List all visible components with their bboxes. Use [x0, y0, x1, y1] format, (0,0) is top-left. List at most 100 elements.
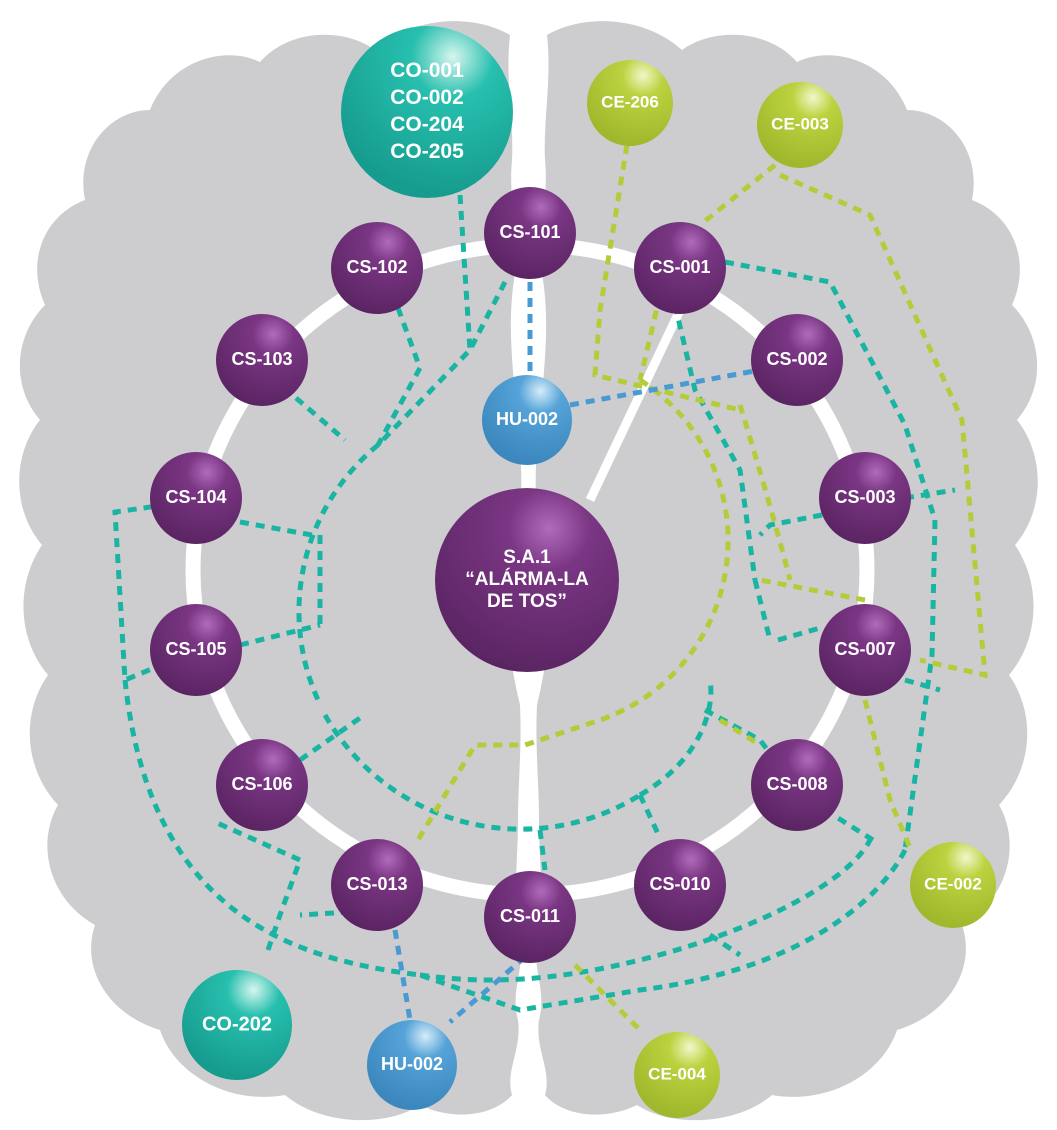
- skill-h-node-hu_top-circle: [482, 375, 572, 465]
- criterion-node-ce003[interactable]: CE-003: [757, 82, 843, 168]
- criterion-node-ce004-circle: [634, 1032, 720, 1118]
- center-node-label: “ALÁRMA-LA: [465, 568, 589, 590]
- content-node-co_group-label: CO-001: [390, 59, 464, 82]
- center-spoke: [585, 308, 685, 502]
- skill-node-cs103-circle: [216, 314, 308, 406]
- blue-connector-4: [448, 955, 527, 1024]
- content-node-co202[interactable]: CO-202: [182, 970, 292, 1080]
- skill-node-cs007[interactable]: CS-007: [819, 604, 911, 696]
- criterion-node-ce206-circle: [587, 60, 673, 146]
- skill-node-cs002-circle: [751, 314, 843, 406]
- connection-layer: [112, 144, 988, 1032]
- teal-connector-24: [904, 677, 941, 693]
- skill-node-cs007-label: CS-007: [834, 639, 895, 659]
- skill-node-cs011-label: CS-011: [500, 906, 560, 926]
- skill-node-cs101-label: CS-101: [499, 222, 560, 242]
- criterion-node-ce206[interactable]: CE-206: [587, 60, 673, 146]
- skill-node-cs010[interactable]: CS-010: [634, 839, 726, 931]
- criterion-node-ce004[interactable]: CE-004: [634, 1032, 720, 1118]
- teal-connector-26: [752, 579, 773, 641]
- teal-connector-7: [298, 715, 362, 763]
- skill-node-cs103-label: CS-103: [231, 349, 292, 369]
- criterion-node-ce002[interactable]: CE-002: [910, 842, 996, 928]
- teal-connector-10: [322, 713, 642, 832]
- teal-connector-22: [904, 487, 956, 501]
- skill-node-cs106[interactable]: CS-106: [216, 739, 308, 831]
- skill-node-cs008[interactable]: CS-008: [751, 739, 843, 831]
- content-node-co202-label: CO-202: [202, 1013, 272, 1035]
- skill-node-cs001-label: CS-001: [649, 257, 710, 277]
- skill-node-cs013[interactable]: CS-013: [331, 839, 423, 931]
- skill-node-cs103[interactable]: CS-103: [216, 314, 308, 406]
- center-node-label: S.A.1: [503, 547, 551, 568]
- teal-connector-18: [708, 932, 742, 958]
- skill-node-cs001-circle: [634, 222, 726, 314]
- teal-connector-3: [375, 307, 423, 447]
- skill-node-cs011-circle: [484, 871, 576, 963]
- skill-node-cs105[interactable]: CS-105: [150, 604, 242, 696]
- blue-connector-2: [569, 367, 761, 408]
- skill-node-cs104-circle: [150, 452, 242, 544]
- skill-h-node-hu_bottom-circle: [367, 1020, 457, 1110]
- criterion-node-ce206-label: CE-206: [601, 92, 659, 111]
- content-node-co_group-label: CO-002: [390, 86, 464, 109]
- skill-node-cs013-label: CS-013: [346, 874, 407, 894]
- skill-h-node-hu_top-label: HU-002: [496, 409, 558, 429]
- skill-node-cs010-label: CS-010: [649, 874, 710, 894]
- teal-connector-27: [777, 625, 821, 643]
- skill-node-cs002[interactable]: CS-002: [751, 314, 843, 406]
- teal-connector-17: [419, 838, 873, 983]
- content-node-co_group-label: CO-205: [390, 140, 464, 163]
- skill-node-cs105-circle: [150, 604, 242, 696]
- teal-connector-11: [638, 679, 714, 798]
- skill-node-cs003-circle: [819, 452, 911, 544]
- content-node-co202-circle: [182, 970, 292, 1080]
- skill-node-cs104[interactable]: CS-104: [150, 452, 242, 544]
- teal-connector-29: [637, 793, 663, 840]
- skill-h-node-hu_bottom[interactable]: HU-002: [367, 1020, 457, 1110]
- teal-connector-15: [265, 859, 303, 951]
- skill-node-cs106-circle: [216, 739, 308, 831]
- skill-node-cs102[interactable]: CS-102: [331, 222, 423, 314]
- criterion-node-ce002-label: CE-002: [924, 874, 982, 893]
- skill-node-cs008-label: CS-008: [766, 774, 827, 794]
- skill-h-node-hu_bottom-label: HU-002: [381, 1054, 443, 1074]
- lime-connector-5: [412, 377, 731, 847]
- skill-node-cs102-label: CS-102: [346, 257, 407, 277]
- lime-connector-1: [592, 144, 741, 413]
- skill-node-cs104-label: CS-104: [165, 487, 226, 507]
- skill-node-cs001[interactable]: CS-001: [634, 222, 726, 314]
- skill-node-cs003[interactable]: CS-003: [819, 452, 911, 544]
- center-node-label: DE TOS”: [487, 591, 567, 612]
- skill-node-cs106-label: CS-106: [231, 774, 292, 794]
- teal-connector-4: [294, 396, 347, 442]
- skill-node-cs011[interactable]: CS-011: [484, 871, 576, 963]
- center-node-circle: [435, 488, 619, 672]
- lime-connector-7: [737, 404, 793, 581]
- teal-connector-6: [239, 622, 321, 648]
- criterion-node-ce003-label: CE-003: [771, 114, 829, 133]
- teal-connector-21: [419, 848, 908, 1013]
- lime-connector-6: [862, 699, 913, 849]
- skill-node-cs105-label: CS-105: [165, 639, 226, 659]
- teal-connector-1: [457, 194, 473, 351]
- content-node-co_group-circle: [341, 26, 513, 198]
- content-node-co_group-label: CO-204: [390, 113, 464, 136]
- teal-connector-2: [376, 280, 508, 447]
- criterion-node-ce002-circle: [910, 842, 996, 928]
- lime-connector-3: [778, 172, 988, 679]
- skill-node-cs101[interactable]: CS-101: [484, 187, 576, 279]
- skill-node-cs102-circle: [331, 222, 423, 314]
- skill-node-cs010-circle: [634, 839, 726, 931]
- skill-node-cs101-circle: [484, 187, 576, 279]
- lime-connector-4: [637, 294, 663, 381]
- skill-node-cs003-label: CS-003: [834, 487, 895, 507]
- teal-connector-9: [296, 443, 380, 702]
- skill-h-node-hu_top[interactable]: HU-002: [482, 375, 572, 465]
- lime-connector-9: [759, 577, 866, 603]
- teal-connector-19: [836, 815, 875, 843]
